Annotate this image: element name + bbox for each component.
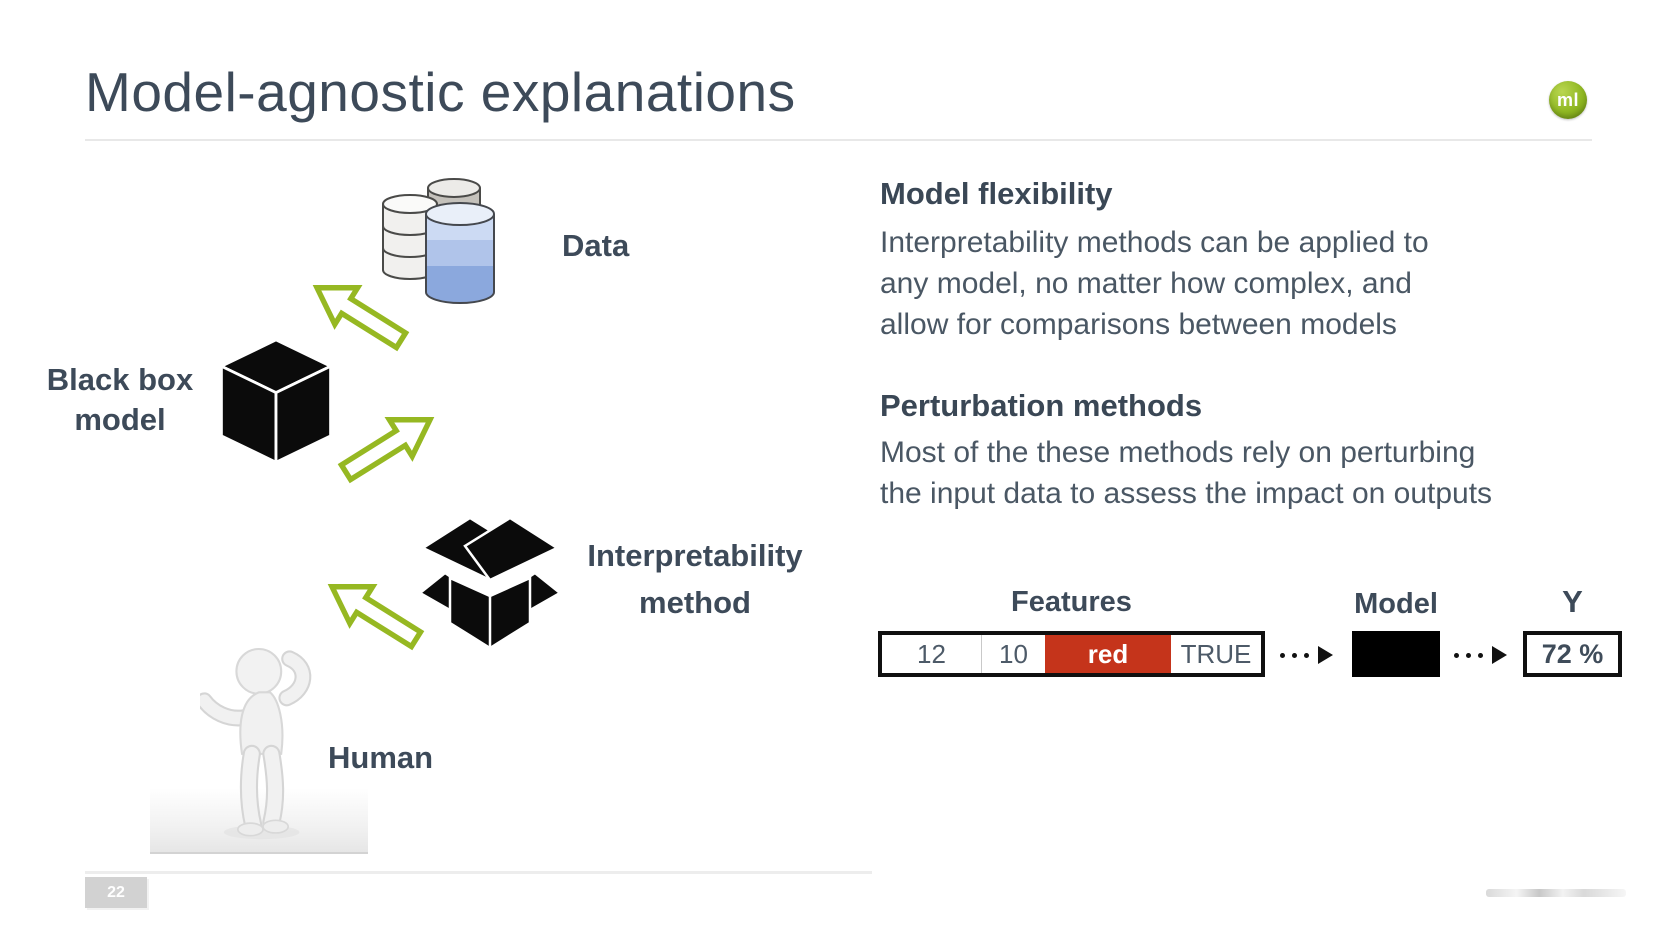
body-line: Interpretability methods can be applied … xyxy=(880,226,1429,259)
section-heading-perturbation-methods: Perturbation methods xyxy=(880,388,1203,423)
footer-divider xyxy=(85,871,872,874)
body-line: any model, no matter how complex, and xyxy=(880,267,1412,300)
open-box-icon xyxy=(417,516,563,650)
body-line: the input data to assess the impact on o… xyxy=(880,477,1493,510)
y-label: Y xyxy=(1562,584,1583,619)
title-divider xyxy=(85,139,1592,141)
interpretability-label: Interpretability method xyxy=(545,532,845,626)
footer-watermark xyxy=(1486,889,1626,897)
interpretability-label-line1: Interpretability xyxy=(587,538,803,573)
interpretability-label-line2: method xyxy=(639,585,751,620)
feature-cell: TRUE xyxy=(1180,638,1252,669)
data-label: Data xyxy=(562,228,630,263)
ml-logo-text: ml xyxy=(1556,89,1579,110)
database-icon xyxy=(382,178,495,304)
dotted-arrow-icon xyxy=(1280,646,1333,664)
body-line: Most of the these methods rely on pertur… xyxy=(880,436,1476,469)
feature-cell-highlighted: red xyxy=(1045,635,1171,673)
arrow-down-left-icon xyxy=(327,584,425,651)
black-box-label: Black box model xyxy=(20,360,220,440)
dotted-arrow-icon xyxy=(1454,646,1507,664)
output-box: 72 % xyxy=(1523,631,1622,677)
black-box-cube-icon xyxy=(219,338,333,465)
human-label: Human xyxy=(328,740,434,775)
arrow-down-left-icon xyxy=(312,285,410,352)
section-body-perturbation-methods: Most of the these methods rely on pertur… xyxy=(880,432,1492,514)
human-figure xyxy=(200,647,312,840)
arrow-down-right-icon xyxy=(337,417,435,484)
features-table: 12 10 red TRUE xyxy=(878,631,1265,677)
black-box-label-line1: Black box xyxy=(46,362,194,397)
model-label: Model xyxy=(1354,588,1438,620)
section-heading-model-flexibility: Model flexibility xyxy=(880,176,1113,211)
body-line: allow for comparisons between models xyxy=(880,308,1397,341)
page-title: Model-agnostic explanations xyxy=(85,61,796,123)
model-black-box xyxy=(1352,631,1440,677)
page-number-badge: 22 xyxy=(85,877,147,908)
ml-logo-icon: ml xyxy=(1549,81,1587,119)
feature-cell: 10 xyxy=(981,635,1045,673)
page-number: 22 xyxy=(107,883,125,901)
black-box-label-line2: model xyxy=(74,402,166,437)
features-label: Features xyxy=(1011,586,1132,618)
section-body-model-flexibility: Interpretability methods can be applied … xyxy=(880,222,1429,345)
feature-cell: 12 xyxy=(917,638,946,669)
